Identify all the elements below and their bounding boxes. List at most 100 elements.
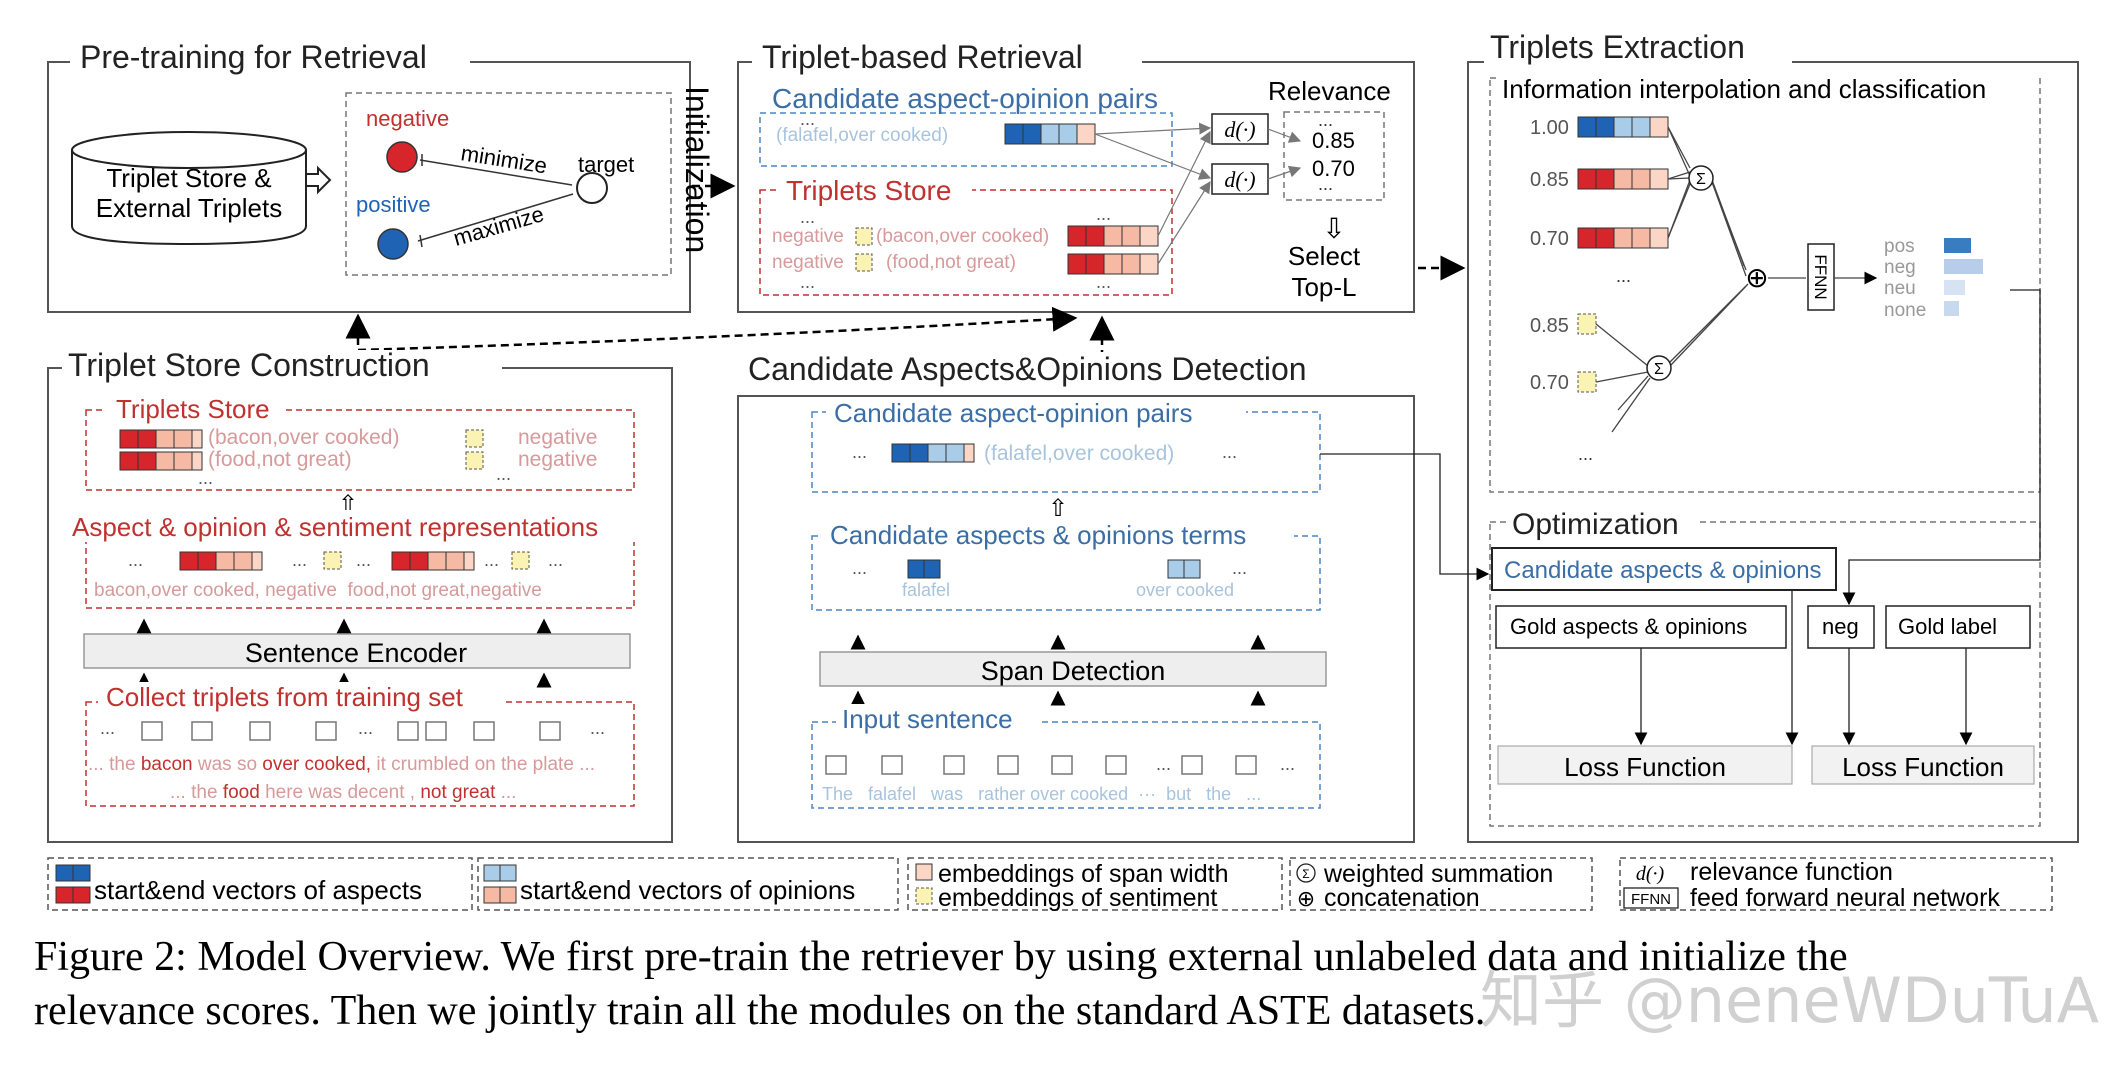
ellipsis: ... (496, 464, 511, 484)
sentence-line1: ... the bacon was so over cooked, it cru… (88, 754, 595, 775)
model-overview-diagram: Pre-training for Retrieval Triplet Store… (47, 29, 2079, 912)
score1: 0.85 (1312, 128, 1355, 153)
sigma: Σ (1696, 171, 1706, 188)
ellipsis: ... (852, 558, 867, 578)
ellipsis: ... (800, 207, 815, 227)
ellipsis: ... (1318, 110, 1333, 130)
optimization-title: Optimization (1512, 508, 1679, 541)
ellipsis: ... (358, 718, 373, 738)
cand-vector (1004, 123, 1096, 145)
legend-aspects: start&end vectors of aspects (94, 875, 422, 905)
term-vector-opinion-2 (1183, 559, 1201, 579)
figure-caption: Figure 2: Model Overview. We first pre-t… (34, 930, 2094, 1038)
retrieval-panel: Triplet-based Retrieval Candidate aspect… (737, 39, 1415, 313)
ellipsis: ... (198, 468, 213, 488)
sent1-part: it crumbled on the plate ... (376, 754, 595, 775)
legend-opinion-red-1 (483, 886, 501, 904)
neg-box (1807, 605, 1875, 649)
legend-ffnn-icon: FFNN (1631, 891, 1671, 908)
term-vector-aspect-2 (923, 559, 941, 579)
term-vector-opinion-1 (1167, 559, 1185, 579)
ret-store-vector1 (1067, 225, 1159, 247)
candidates-box (1491, 547, 1837, 591)
score-label: 0.85 (1530, 315, 1569, 337)
gold-box (1495, 605, 1787, 649)
initialization-label: Initialization (679, 86, 715, 253)
select-line1: Select (1288, 241, 1361, 271)
collect-title: Collect triplets from training set (106, 682, 464, 712)
ext-sentiment-2 (1577, 371, 1597, 393)
legend-relevance: relevance function (1690, 858, 1893, 886)
select-line2: Top-L (1291, 272, 1356, 302)
pretraining-panel: Pre-training for Retrieval Triplet Store… (47, 39, 691, 313)
triplet-store-cylinder: Triplet Store & External Triplets (71, 131, 307, 246)
ellipsis: ... (292, 550, 307, 570)
det-term1: falafel (902, 580, 950, 600)
legend: start&end vectors of aspects start&end v… (47, 857, 2053, 912)
ellipsis: ... (1578, 444, 1593, 464)
ret-neg2: negative (772, 252, 844, 273)
sentence-encoder-box (83, 633, 631, 669)
ret-item2: (food,not great) (886, 252, 1016, 273)
legend-aspect-blue-1 (55, 864, 74, 882)
extraction-title: Triplets Extraction (1490, 29, 1745, 65)
ellipsis: ... (1096, 204, 1111, 224)
legend-ffn: feed forward neural network (1690, 884, 2000, 912)
legend-weighted: weighted summation (1323, 860, 1553, 888)
ffnn: FFNN (1811, 254, 1830, 299)
ellipsis: ... (484, 550, 499, 570)
ext-vector-red2 (1577, 227, 1669, 249)
ellipsis: ... (1222, 442, 1237, 462)
legend-aspect-red-2 (72, 886, 91, 904)
ellipsis: ... (356, 550, 371, 570)
loss-box-1 (1497, 745, 1793, 785)
legend-plus-icon: ⊕ (1297, 886, 1315, 911)
maximize-label: maximize (450, 201, 546, 251)
construction-store-title: Triplets Store (116, 394, 270, 424)
legend-opinion-red-2 (499, 886, 517, 904)
term-vector-aspect-1 (907, 559, 925, 579)
retrieval-store-title: Triplets Store (786, 175, 951, 206)
pairs-to-optimization-line (1320, 453, 1490, 581)
detection-panel: Candidate Aspects&Opinions Detection Can… (737, 351, 1490, 843)
ext-vector-red1 (1577, 168, 1669, 190)
ret-item1: (bacon,over cooked) (876, 226, 1049, 247)
sent1-part: ... the (88, 754, 136, 775)
ext-sentiment-1 (1577, 313, 1597, 335)
legend-sentiment-box (915, 887, 933, 905)
cons-sentiment-1 (465, 429, 484, 448)
probability-bar (1944, 280, 1965, 295)
cand-item: (falafel,over cooked) (776, 125, 948, 146)
retrieval-title: Triplet-based Retrieval (762, 39, 1083, 75)
legend-ffnn-box (1623, 887, 1679, 909)
loss-box-2 (1811, 745, 2035, 785)
d-function: d(·) (1224, 167, 1255, 192)
class-label: pos (1884, 236, 1915, 257)
det-pair-vector (891, 443, 975, 463)
watermark: 知乎 @neneWDuTuA (1480, 964, 2100, 1037)
cons-neg1: negative (518, 426, 597, 449)
score-label: 1.00 (1530, 117, 1569, 139)
legend-span-width-box (915, 863, 933, 881)
score-label: 0.70 (1530, 228, 1569, 250)
class-label: neg (1884, 257, 1916, 278)
sentence-encoder-label: Sentence Encoder (245, 638, 467, 668)
ellipsis: ... (1318, 174, 1333, 194)
repr-vector2 (391, 551, 475, 571)
ellipsis: ... (852, 442, 867, 462)
legend-sentiment: embeddings of sentiment (938, 884, 1217, 912)
ellipsis: ... (800, 272, 815, 292)
class-label: none (1884, 300, 1926, 321)
input-tokens: The falafel was rather over cooked ··· b… (822, 784, 1261, 804)
class-label-group: pos neg neu none (1884, 236, 1926, 321)
det-up-arrow: ⇧ (1048, 495, 1068, 522)
legend-sigma-icon (1296, 863, 1316, 883)
plus-node: ⊕ (1745, 262, 1768, 293)
caption-line2: relevance scores. Then we jointly train … (34, 988, 1486, 1034)
span-detection-box (819, 651, 1327, 687)
repr-title: Aspect & opinion & sentiment representat… (72, 512, 598, 542)
construction-panel: Triplet Store Construction Triplets Stor… (47, 347, 673, 843)
sigma: Σ (1654, 361, 1664, 378)
d-function-box-1 (1211, 113, 1269, 145)
sentence-line2: ... the food here was decent , not great… (170, 782, 516, 803)
